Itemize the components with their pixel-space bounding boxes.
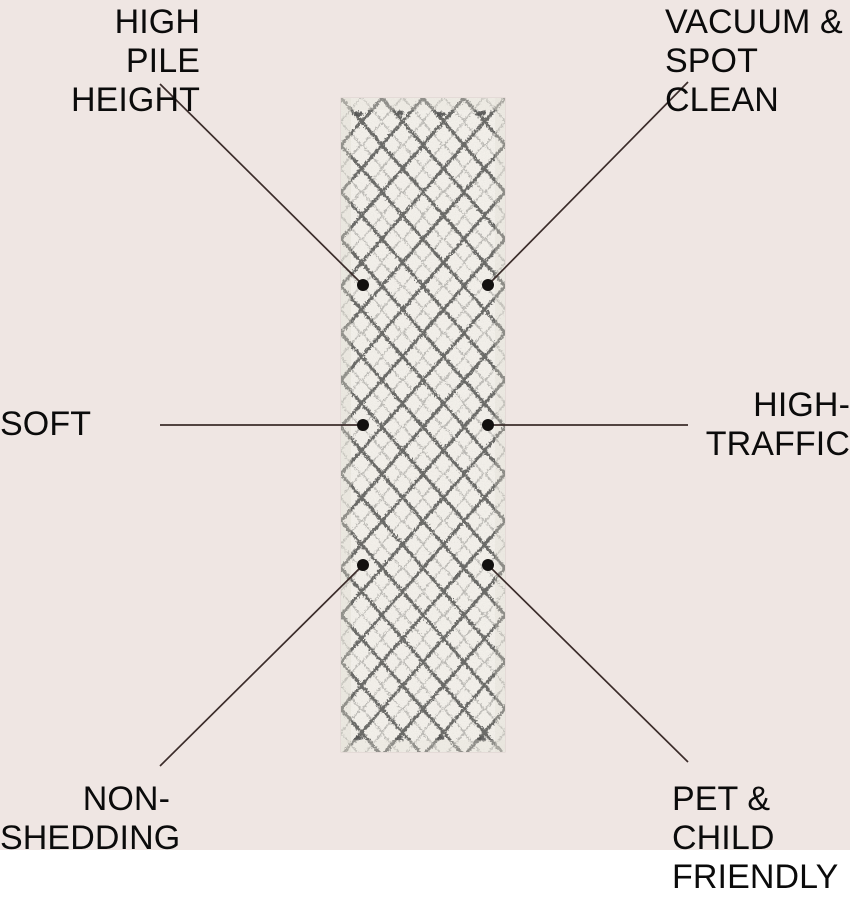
- callout-label-soft: SOFT: [0, 405, 92, 443]
- callout-label-high-pile-height: HIGH PILE HEIGHT: [70, 3, 200, 119]
- callout-label-non-shedding: NON- SHEDDING: [0, 780, 181, 857]
- callout-label-pet-child-friendly: PET & CHILD FRIENDLY: [672, 780, 839, 896]
- leader-line-vacuum-spot-clean: [487, 81, 689, 286]
- leader-line-non-shedding: [159, 564, 364, 767]
- rug-pattern-graphic: [341, 98, 505, 752]
- callout-label-high-traffic: HIGH- TRAFFIC: [705, 386, 850, 463]
- callout-label-vacuum-spot-clean: VACUUM & SPOT CLEAN: [665, 3, 843, 119]
- product-rug-image[interactable]: [341, 98, 505, 752]
- leader-line-pet-child-friendly: [487, 564, 689, 763]
